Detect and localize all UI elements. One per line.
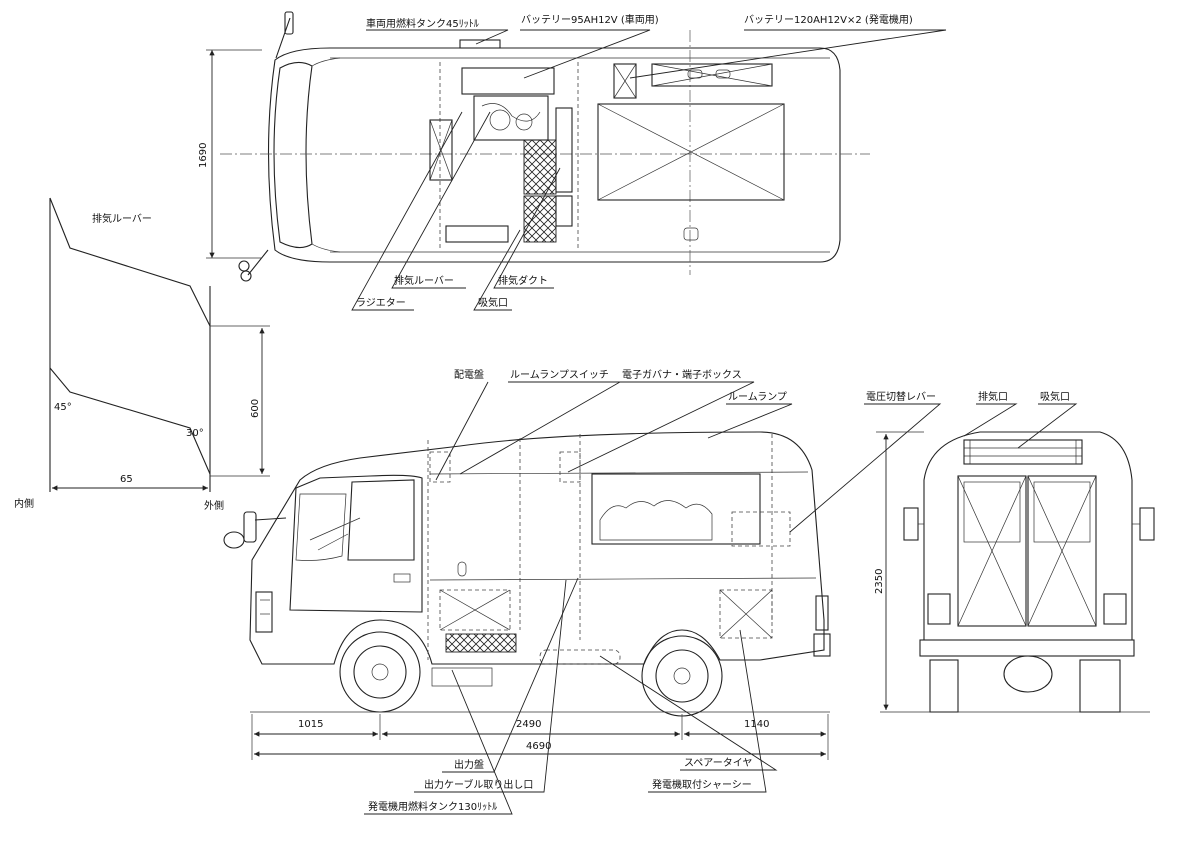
label-intake-port: 吸気口: [1040, 390, 1070, 403]
label-intake: 吸気口: [478, 296, 508, 309]
mirror-icon: [238, 11, 294, 282]
louver-depth-label: 65: [120, 474, 133, 485]
label-voltage-lever: 電圧切替レバー: [866, 390, 936, 403]
van-side-outline: [249, 431, 825, 665]
label-gen-chassis: 発電機取付シャーシー: [652, 778, 752, 791]
dim-overall-length: 4690: [526, 741, 551, 752]
louver-title: 排気ルーバー: [92, 212, 152, 225]
label-spare-tire: スペアータイヤ: [684, 757, 752, 769]
label-cable-outlet: 出力ケーブル取り出し口: [424, 778, 533, 791]
rear-wheel-icon: [641, 635, 723, 717]
label-vehicle-battery: バッテリー95AH12V (車両用): [521, 13, 659, 26]
label-room-lamp-switch: ルームランプスイッチ: [510, 369, 609, 381]
side-mirror-icon: [223, 511, 287, 549]
outside-label: 外側: [204, 499, 224, 512]
label-exhaust-louver: 排気ルーバー: [394, 274, 454, 287]
label-governor-box: 電子ガバナ・端子ボックス: [622, 368, 742, 381]
van-body-outline: [267, 47, 841, 263]
label-radiator: ラジエター: [356, 297, 406, 309]
front-wheel-icon: [339, 631, 421, 713]
label-distribution-board: 配電盤: [454, 368, 484, 381]
label-exhaust-duct: 排気ダクト: [498, 274, 548, 287]
angle-30-label: 30°: [186, 428, 204, 439]
label-exhaust-port: 排気口: [978, 390, 1008, 403]
label-generator-battery: バッテリー120AH12V×2 (発電機用): [744, 13, 913, 26]
label-output-panel: 出力盤: [454, 758, 484, 771]
top-view: 1690 車両用燃料タンク45ﾘｯﾄﾙ バッテリー95AH12V (車両用) バ…: [198, 11, 947, 311]
dim-wheelbase: 2490: [516, 719, 541, 730]
van-rear-outline: [923, 431, 1133, 641]
label-vehicle-fuel-tank: 車両用燃料タンク45ﾘｯﾄﾙ: [366, 17, 479, 30]
side-view: 1015 2490 1140 4690 配電盤 ルームランプスイッチ 電子ガバナ…: [223, 368, 942, 815]
rear-view: 2350 排気口 吸気口: [874, 390, 1155, 713]
label-room-lamp: ルームランプ: [728, 391, 787, 403]
dim-rear-overhang: 1140: [744, 719, 769, 730]
louver-height-label: 600: [250, 399, 261, 418]
dim-front-overhang: 1015: [298, 719, 323, 730]
dim-width-label: 1690: [198, 143, 209, 168]
label-gen-fuel-tank: 発電機用燃料タンク130ﾘｯﾄﾙ: [368, 800, 497, 813]
louver-detail: 排気ルーバー 600 65 45° 30° 内側 外側: [14, 197, 270, 512]
angle-45-label: 45°: [54, 402, 72, 413]
inside-label: 内側: [14, 497, 34, 510]
dim-rear-height: 2350: [874, 569, 885, 594]
